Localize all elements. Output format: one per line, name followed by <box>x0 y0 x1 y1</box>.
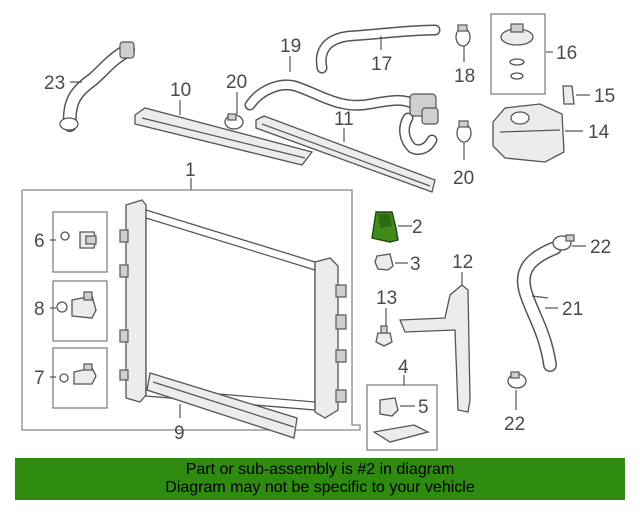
callout-7: 7 <box>34 368 45 389</box>
part-20-clamp-a <box>224 113 244 130</box>
info-banner: Part or sub-assembly is #2 in diagram Di… <box>15 458 625 500</box>
part-17-hose <box>315 24 441 74</box>
part-12-bracket <box>399 284 471 413</box>
callout-15: 15 <box>594 86 615 107</box>
sub-box-6 <box>52 211 108 273</box>
part-10-baffle <box>134 107 314 166</box>
callout-17: 17 <box>371 54 392 75</box>
callout-6: 6 <box>34 231 45 252</box>
part-19-hose <box>244 79 439 156</box>
callout-20a: 20 <box>226 72 247 93</box>
callout-18: 18 <box>454 66 475 87</box>
banner-line-2: Diagram may not be specific to your vehi… <box>165 479 475 496</box>
banner-line-1: Part or sub-assembly is #2 in diagram <box>185 461 455 478</box>
callout-14: 14 <box>588 122 610 143</box>
part-11-baffle <box>255 115 436 193</box>
callout-11: 11 <box>334 109 354 130</box>
part-9-baffle <box>146 372 298 439</box>
part-22-clamp-a <box>552 234 575 251</box>
radiator-assembly-frame <box>21 189 361 431</box>
callout-5: 5 <box>418 397 429 418</box>
radiator-core <box>119 199 347 419</box>
part-21-hose <box>516 241 562 372</box>
callout-22a: 22 <box>590 237 611 258</box>
callout-16: 16 <box>556 43 577 64</box>
part-2-highlighted[interactable] <box>371 211 399 243</box>
part-22-clamp-b <box>507 371 527 389</box>
part-3-bushing <box>374 253 394 271</box>
sub-box-16 <box>490 13 546 95</box>
sub-box-4 <box>366 384 438 451</box>
callout-22b: 22 <box>504 414 525 435</box>
part-13-pin <box>375 325 393 347</box>
callout-12: 12 <box>452 252 473 273</box>
callout-13: 13 <box>376 288 397 309</box>
part-20-clamp-b <box>456 120 472 143</box>
sub-box-7 <box>52 347 108 409</box>
part-23-hose <box>59 41 135 132</box>
callout-21: 21 <box>562 299 583 320</box>
callout-9: 9 <box>174 423 185 444</box>
callout-3: 3 <box>410 254 421 275</box>
callout-8: 8 <box>34 299 45 320</box>
part-18-clamp <box>455 24 471 47</box>
callout-4: 4 <box>398 357 409 378</box>
leader-lines <box>50 36 590 418</box>
callout-20b: 20 <box>453 168 474 189</box>
callout-23: 23 <box>44 73 65 94</box>
sub-box-8 <box>52 280 108 342</box>
callout-10: 10 <box>170 80 191 101</box>
callout-19: 19 <box>280 36 301 57</box>
callout-labels: 1 2 3 4 5 6 7 8 9 10 11 12 13 14 15 16 1… <box>34 36 615 444</box>
callout-1: 1 <box>185 160 196 181</box>
part-15-clip <box>562 85 575 105</box>
part-14-reservoir <box>492 103 565 163</box>
callout-2: 2 <box>412 217 423 238</box>
